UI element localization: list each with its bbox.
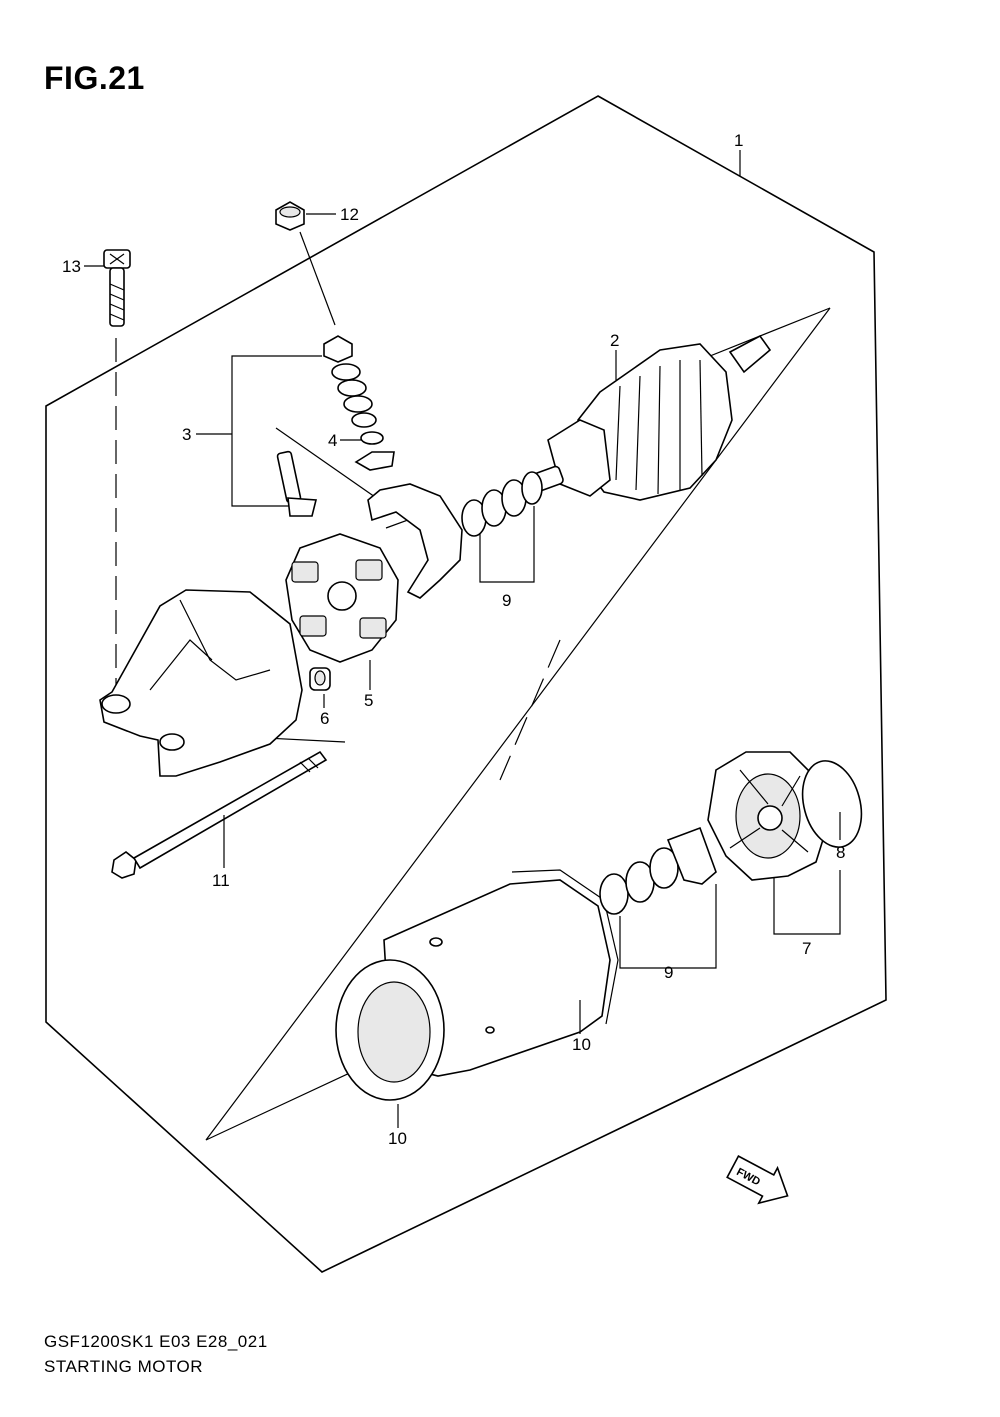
model-code: GSF1200SK1 E03 E28_021 [44,1332,268,1351]
washers-9-lower-icon [599,826,717,915]
callout-4: 4 [328,431,337,450]
fwd-arrow-icon: FWD [726,1155,789,1205]
washers-9-upper-icon [461,471,543,537]
bolt-13-icon [103,249,131,327]
bracket-9-upper [479,506,535,583]
axis-centerline [499,639,561,781]
assembly-outline [45,95,887,1273]
yoke-housing-icon [335,869,619,1101]
bracket-3 [231,355,322,507]
bracket-9-lower [619,884,717,969]
callout-10-upper: 10 [572,1035,591,1054]
perspective-guide-main-top [699,307,831,361]
callout-10-lower: 10 [388,1129,407,1148]
callout-12: 12 [340,205,359,224]
callout-8: 8 [836,843,845,862]
callout-3: 3 [182,425,191,444]
callout-2: 2 [610,331,619,350]
o-ring-8-icon [801,760,863,848]
callout-9-lower: 9 [664,963,673,982]
callout-5: 5 [364,691,373,710]
callout-1: 1 [734,131,743,150]
end-cover-housing-icon [99,589,303,777]
figure-title: FIG.21 [44,60,145,96]
end-cover-7-icon [707,751,827,881]
through-bolt-11-icon [111,750,328,879]
callout-9-upper: 9 [502,591,511,610]
nut-12-icon [275,201,305,231]
callout-6: 6 [320,709,329,728]
terminal-bolt-3-icon [276,450,318,517]
washer-stack-4-icon [323,335,395,471]
diagram-caption: STARTING MOTOR [44,1357,204,1376]
callout-11: 11 [212,871,230,890]
nut-12-guide [299,231,336,326]
grommet-6-icon [309,667,331,691]
armature-2-icon [530,334,772,501]
bracket-7 [773,870,841,935]
callout-13: 13 [62,257,81,276]
brush-holder-assembly-icon [285,483,463,663]
callout-7: 7 [802,939,811,958]
